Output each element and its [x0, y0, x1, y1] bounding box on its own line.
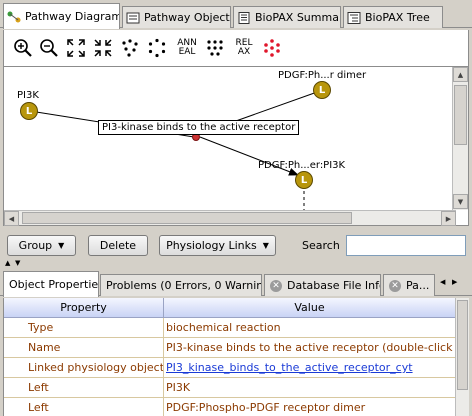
diagram-horizontal-scrollbar[interactable]: ◀ ▶ — [4, 210, 456, 226]
tab-scroll-right-icon[interactable]: ▶ — [452, 278, 458, 286]
collapse-down-icon[interactable]: ▼ — [15, 259, 21, 267]
property-cell: Name — [4, 338, 164, 357]
collapse-up-icon[interactable]: ▲ — [5, 259, 11, 267]
anneal-layout-button[interactable]: ANN EAL — [177, 38, 197, 57]
action-bar: Group ▼ Delete Physiology Links ▼ Search — [0, 232, 472, 258]
property-cell: Type — [4, 318, 164, 337]
tab-label: BioPAX Summary — [255, 11, 341, 24]
table-scroll-thumb[interactable] — [457, 300, 468, 390]
tab-pathway-objects[interactable]: Pathway Objects — [122, 6, 231, 28]
property-cell: Left — [4, 378, 164, 397]
fit-to-window-icon[interactable] — [65, 34, 87, 62]
diagram-edges — [29, 90, 321, 225]
property-cell: Left — [4, 398, 164, 416]
scroll-left-arrow-icon[interactable]: ◀ — [4, 211, 19, 226]
diagram-vertical-scrollbar[interactable]: ▲ ▼ — [452, 67, 468, 210]
tab-biopax-tree[interactable]: BioPAX Tree — [343, 6, 443, 28]
value-cell: biochemical reaction — [166, 321, 281, 334]
horizontal-scroll-thumb[interactable] — [22, 212, 352, 224]
physiology-object-link[interactable]: PI3_kinase_binds_to_the_active_receptor_… — [166, 361, 413, 374]
node-pdgf-pi3k[interactable]: L — [295, 171, 313, 189]
tab-label: Pa... — [406, 279, 430, 292]
node-pdgf-receptor-dimer[interactable]: L — [313, 81, 331, 99]
tab-label: BioPAX Tree — [365, 11, 430, 24]
pathway-diagram-icon — [7, 11, 21, 23]
property-cell: Linked physiology object — [4, 358, 164, 377]
scroll-down-arrow-icon[interactable]: ▼ — [453, 194, 468, 209]
tab-label: Pathway Objects — [144, 11, 231, 24]
shrink-icon[interactable] — [92, 34, 114, 62]
close-tab-icon[interactable]: ✕ — [270, 279, 282, 292]
tab-pathway-diagram[interactable]: Pathway Diagram — [3, 3, 120, 29]
dropdown-arrow-icon: ▼ — [262, 241, 269, 250]
table-row[interactable]: Left PDGF:Phospho-PDGF receptor dimer — [4, 398, 455, 416]
table-row[interactable]: Linked physiology object PI3_kinase_bind… — [4, 358, 455, 378]
table-vertical-scrollbar[interactable] — [455, 298, 469, 416]
group-button-label: Group — [18, 239, 53, 252]
tab-biopax-summary[interactable]: BioPAX Summary — [233, 6, 341, 28]
tab-label: Pathway Diagram — [25, 10, 120, 23]
search-input[interactable] — [346, 235, 466, 256]
value-cell: PI3K — [166, 381, 191, 394]
document-icon — [237, 11, 251, 24]
red-dots-icon[interactable] — [261, 34, 283, 62]
search-label: Search — [302, 239, 340, 252]
scroll-right-arrow-icon[interactable]: ▶ — [441, 211, 456, 226]
diagram-toolbar: ANN EAL REL AX — [3, 30, 469, 66]
dropdown-arrow-icon: ▼ — [58, 241, 65, 250]
zoom-in-icon[interactable] — [12, 34, 34, 62]
column-header-value[interactable]: Value — [164, 298, 455, 318]
column-header-property[interactable]: Property — [4, 298, 164, 318]
relax-layout-button[interactable]: REL AX — [235, 38, 253, 57]
tab-scroll-left-icon[interactable]: ◀ — [440, 278, 446, 286]
circle-layout-icon[interactable] — [146, 34, 168, 62]
scroll-up-arrow-icon[interactable]: ▲ — [453, 67, 468, 82]
reaction-tooltip: PI3-kinase binds to the active receptor — [98, 120, 300, 135]
dots-layout-icon[interactable] — [119, 34, 141, 62]
tree-icon — [347, 11, 361, 24]
delete-button[interactable]: Delete — [88, 235, 148, 256]
tab-pa[interactable]: ✕ Pa... — [383, 274, 435, 296]
bottom-tab-bar: Object Properties Problems (0 Errors, 0 … — [0, 270, 472, 297]
panel-splitter[interactable]: ▲ ▼ — [0, 259, 472, 268]
table-row[interactable]: Name PI3-kinase binds to the active rece… — [4, 338, 455, 358]
group-button[interactable]: Group ▼ — [7, 235, 76, 256]
tab-database-file-info[interactable]: ✕ Database File Info — [264, 274, 381, 296]
tab-object-properties[interactable]: Object Properties — [3, 271, 99, 297]
tab-label: Database File Info — [287, 279, 381, 292]
vertical-scroll-thumb[interactable] — [454, 85, 467, 145]
tab-problems[interactable]: Problems (0 Errors, 0 Warnings) — [100, 274, 262, 296]
table-row[interactable]: Type biochemical reaction — [4, 318, 455, 338]
table-row[interactable]: Left PI3K — [4, 378, 455, 398]
node-label-pi3k: PI3K — [17, 90, 39, 101]
value-cell: PDGF:Phospho-PDGF receptor dimer — [166, 401, 366, 414]
value-cell: PI3-kinase binds to the active receptor … — [166, 341, 455, 354]
node-label-pdgf-receptor-dimer: PDGF:Ph...r dimer — [278, 70, 367, 81]
top-tab-bar: Pathway Diagram Pathway Objects BioPAX S… — [0, 0, 472, 29]
pathway-objects-icon — [126, 12, 140, 24]
node-label-pdgf-pi3k: PDGF:Ph...er:PI3K — [258, 160, 346, 171]
physiology-links-button[interactable]: Physiology Links ▼ — [159, 235, 276, 256]
pathway-diagram-canvas[interactable]: PI3K L PDGF:Ph...r dimer L PDGF:Ph...er:… — [3, 66, 469, 226]
close-tab-icon[interactable]: ✕ — [389, 279, 401, 292]
physiology-links-label: Physiology Links — [166, 239, 257, 252]
object-properties-table: Property Value Type biochemical reaction… — [3, 298, 455, 416]
table-header: Property Value — [4, 298, 455, 318]
zoom-out-icon[interactable] — [38, 34, 60, 62]
grid-layout-icon[interactable] — [204, 34, 226, 62]
node-pi3k[interactable]: L — [20, 102, 38, 120]
